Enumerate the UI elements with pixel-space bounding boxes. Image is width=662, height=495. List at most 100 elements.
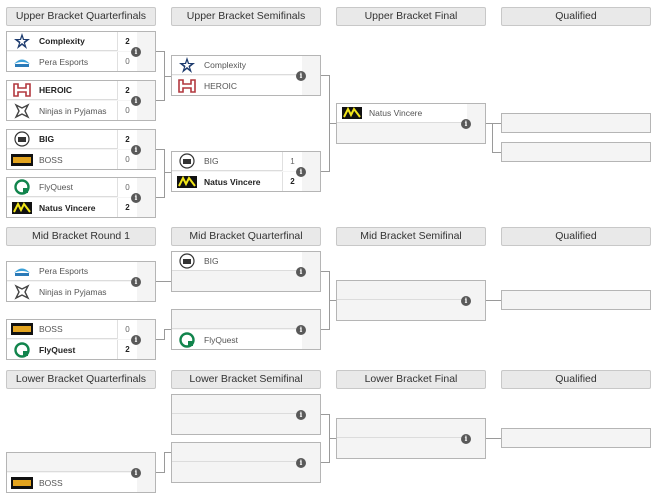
match-info-icon[interactable]: i (461, 296, 471, 306)
flyquest-logo-icon (11, 179, 33, 195)
team-slot[interactable]: BIG (172, 252, 302, 271)
match-mbqf-2[interactable]: FlyQuest i (171, 309, 321, 350)
team-name: Pera Esports (39, 56, 89, 67)
team-slot[interactable] (172, 443, 302, 462)
match-info-icon[interactable]: i (131, 277, 141, 287)
natus-vincere-logo-icon (176, 174, 198, 190)
match-lbsf-2[interactable]: i (171, 442, 321, 483)
header-mid-bracket-semifinal: Mid Bracket Semifinal (336, 227, 486, 246)
team-score: 1 (282, 152, 302, 171)
match-ubqf-3[interactable]: BIG 2 BOSS 0 i (6, 129, 156, 170)
team-slot[interactable]: HEROIC (172, 76, 302, 95)
team-score: 2 (282, 172, 302, 191)
qualified-slot-lower[interactable] (501, 428, 651, 448)
match-lbqf-2[interactable]: BOSS i (6, 452, 156, 493)
team-slot[interactable]: FlyQuest 2 (7, 340, 137, 359)
team-slot[interactable]: Natus Vincere 2 (7, 198, 137, 217)
heroic-logo-icon (176, 78, 198, 94)
team-slot[interactable] (337, 419, 467, 438)
qualified-slot-mid[interactable] (501, 290, 651, 310)
team-name: FlyQuest (204, 334, 239, 345)
team-score: 2 (117, 81, 137, 100)
match-info-icon[interactable]: i (131, 335, 141, 345)
team-slot[interactable] (337, 301, 467, 320)
team-name: BIG (204, 256, 219, 266)
team-slot[interactable]: Complexity 2 (7, 32, 137, 51)
pera-esports-logo-icon (11, 263, 33, 279)
match-ubqf-2[interactable]: HEROIC 2 Ninjas in Pyjamas 0 i (6, 80, 156, 121)
team-slot[interactable]: FlyQuest (172, 330, 302, 349)
team-name: Natus Vincere (39, 202, 96, 213)
header-upper-bracket-final: Upper Bracket Final (336, 7, 486, 26)
team-name: Natus Vincere (369, 108, 423, 118)
match-mbqf-1[interactable]: BIG i (171, 251, 321, 292)
match-lbf[interactable]: i (336, 418, 486, 459)
team-score: 0 (117, 320, 137, 339)
team-name: BIG (204, 156, 219, 166)
team-slot[interactable] (172, 310, 302, 329)
team-slot[interactable] (337, 281, 467, 300)
qualified-slot-upper-1[interactable] (501, 113, 651, 133)
natus-vincere-logo-icon (11, 200, 33, 216)
team-slot[interactable]: Complexity (172, 56, 302, 75)
team-slot[interactable] (172, 272, 302, 291)
team-slot[interactable] (337, 439, 467, 458)
match-info-icon[interactable]: i (131, 96, 141, 106)
match-info-icon[interactable]: i (131, 47, 141, 57)
team-slot[interactable]: Ninjas in Pyjamas (7, 282, 137, 301)
match-lbsf-1[interactable]: i (171, 394, 321, 435)
match-mbr1-1[interactable]: Pera Esports Ninjas in Pyjamas i (6, 261, 156, 302)
match-info-icon[interactable]: i (461, 434, 471, 444)
team-slot[interactable]: HEROIC 2 (7, 81, 137, 100)
match-info-icon[interactable]: i (296, 167, 306, 177)
team-score: 2 (117, 32, 137, 51)
team-slot[interactable]: BIG 1 (172, 152, 302, 171)
team-slot[interactable]: Natus Vincere (337, 104, 467, 123)
team-slot[interactable] (172, 415, 302, 434)
team-slot[interactable]: BOSS (7, 473, 137, 492)
boss-logo-icon (11, 475, 33, 491)
team-slot[interactable]: BOSS 0 (7, 320, 137, 339)
complexity-star-icon (176, 57, 198, 73)
team-name: BOSS (39, 477, 63, 488)
team-slot[interactable]: Pera Esports (7, 262, 137, 281)
match-info-icon[interactable]: i (461, 119, 471, 129)
team-slot[interactable] (337, 124, 467, 143)
match-ubsf-1[interactable]: Complexity HEROIC i (171, 55, 321, 96)
match-info-icon[interactable]: i (296, 410, 306, 420)
team-score: 2 (117, 198, 137, 217)
team-slot[interactable]: BIG 2 (7, 130, 137, 149)
team-slot[interactable] (172, 463, 302, 482)
team-slot[interactable]: Ninjas in Pyjamas 0 (7, 101, 137, 120)
ninjas-in-pyjamas-logo-icon (11, 283, 33, 300)
team-slot[interactable] (172, 395, 302, 414)
team-name: BOSS (39, 154, 63, 165)
match-ubsf-2[interactable]: BIG 1 Natus Vincere 2 i (171, 151, 321, 192)
team-slot[interactable]: Natus Vincere 2 (172, 172, 302, 191)
match-info-icon[interactable]: i (131, 145, 141, 155)
team-slot[interactable]: FlyQuest 0 (7, 178, 137, 197)
match-mbr1-2[interactable]: BOSS 0 FlyQuest 2 i (6, 319, 156, 360)
big-logo-icon (176, 253, 198, 269)
header-upper-bracket-semifinals: Upper Bracket Semifinals (171, 7, 321, 26)
boss-logo-icon (11, 152, 33, 168)
match-info-icon[interactable]: i (296, 71, 306, 81)
team-name: Pera Esports (39, 266, 89, 276)
match-info-icon[interactable]: i (131, 468, 141, 478)
match-info-icon[interactable]: i (296, 267, 306, 277)
match-info-icon[interactable]: i (296, 458, 306, 468)
header-lower-bracket-final: Lower Bracket Final (336, 370, 486, 389)
natus-vincere-logo-icon (341, 105, 363, 121)
team-slot[interactable]: BOSS 0 (7, 150, 137, 169)
match-info-icon[interactable]: i (131, 193, 141, 203)
match-ubqf-4[interactable]: FlyQuest 0 Natus Vincere 2 i (6, 177, 156, 218)
qualified-slot-upper-2[interactable] (501, 142, 651, 162)
big-logo-icon (11, 131, 33, 147)
team-slot[interactable]: Pera Esports 0 (7, 52, 137, 71)
big-logo-icon (176, 153, 198, 169)
match-ubf[interactable]: Natus Vincere i (336, 103, 486, 144)
match-info-icon[interactable]: i (296, 325, 306, 335)
match-mbsf[interactable]: i (336, 280, 486, 321)
team-slot[interactable] (7, 453, 137, 472)
match-ubqf-1[interactable]: Complexity 2 Pera Esports 0 i (6, 31, 156, 72)
